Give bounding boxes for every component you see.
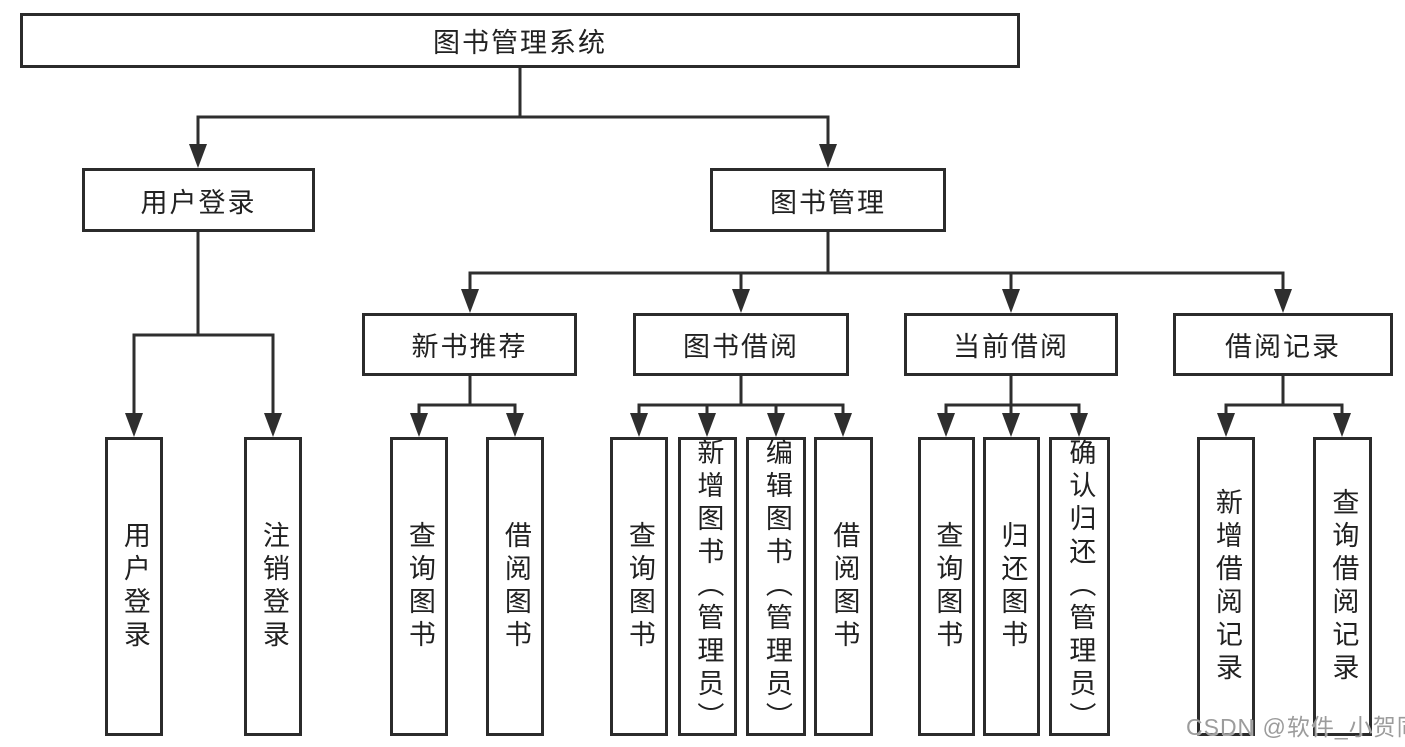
node-book-management-label: 图书管理 [770,187,886,218]
leaf-borrowing-borrow-books: 借阅图书 [814,437,873,736]
node-current-borrowing: 当前借阅 [904,313,1118,376]
leaf-edit-book-admin-label: 编辑图书（管理员） [761,438,792,735]
leaf-recommend-borrow-books-label: 借阅图书 [500,520,531,653]
leaf-logout-label: 注销登录 [258,520,289,653]
leaf-user-login: 用户登录 [105,437,163,736]
leaf-add-book-admin: 新增图书（管理员） [678,437,737,736]
leaf-query-borrow-record-label: 查询借阅记录 [1328,487,1359,686]
leaf-borrowing-query-books: 查询图书 [610,437,668,736]
leaf-user-login-label: 用户登录 [119,520,150,653]
leaf-add-borrow-record-label: 新增借阅记录 [1211,487,1242,686]
leaf-borrowing-query-books-label: 查询图书 [624,520,655,653]
leaf-recommend-borrow-books: 借阅图书 [486,437,544,736]
leaf-confirm-return-admin: 确认归还（管理员） [1049,437,1110,736]
node-user-login: 用户登录 [82,168,315,232]
watermark: CSDN @软件_小贺同学 [1186,714,1405,740]
node-borrowing-records: 借阅记录 [1173,313,1393,376]
node-new-book-recommend: 新书推荐 [362,313,577,376]
leaf-edit-book-admin: 编辑图书（管理员） [746,437,806,736]
leaf-return-books-label: 归还图书 [997,520,1028,653]
node-book-borrowing-label: 图书借阅 [683,332,799,362]
node-book-borrowing: 图书借阅 [633,313,849,376]
leaf-return-books: 归还图书 [983,437,1040,736]
leaf-recommend-query-books-label: 查询图书 [404,520,435,653]
leaf-logout: 注销登录 [244,437,302,736]
node-book-management: 图书管理 [710,168,946,232]
leaf-current-query-books: 查询图书 [918,437,975,736]
leaf-recommend-query-books: 查询图书 [390,437,448,736]
node-book-management-system-label: 图书管理系统 [433,28,607,58]
leaf-confirm-return-admin-label: 确认归还（管理员） [1065,438,1096,735]
node-book-management-system: 图书管理系统 [20,13,1020,68]
leaf-add-borrow-record: 新增借阅记录 [1197,437,1255,736]
node-new-book-recommend-label: 新书推荐 [411,332,528,362]
leaf-add-book-admin-label: 新增图书（管理员） [693,438,724,735]
node-current-borrowing-label: 当前借阅 [953,332,1069,362]
node-user-login-label: 用户登录 [140,187,257,218]
leaf-current-query-books-label: 查询图书 [932,520,963,653]
leaf-query-borrow-record: 查询借阅记录 [1313,437,1372,736]
node-borrowing-records-label: 借阅记录 [1225,332,1341,362]
leaf-borrowing-borrow-books-label: 借阅图书 [829,520,860,653]
